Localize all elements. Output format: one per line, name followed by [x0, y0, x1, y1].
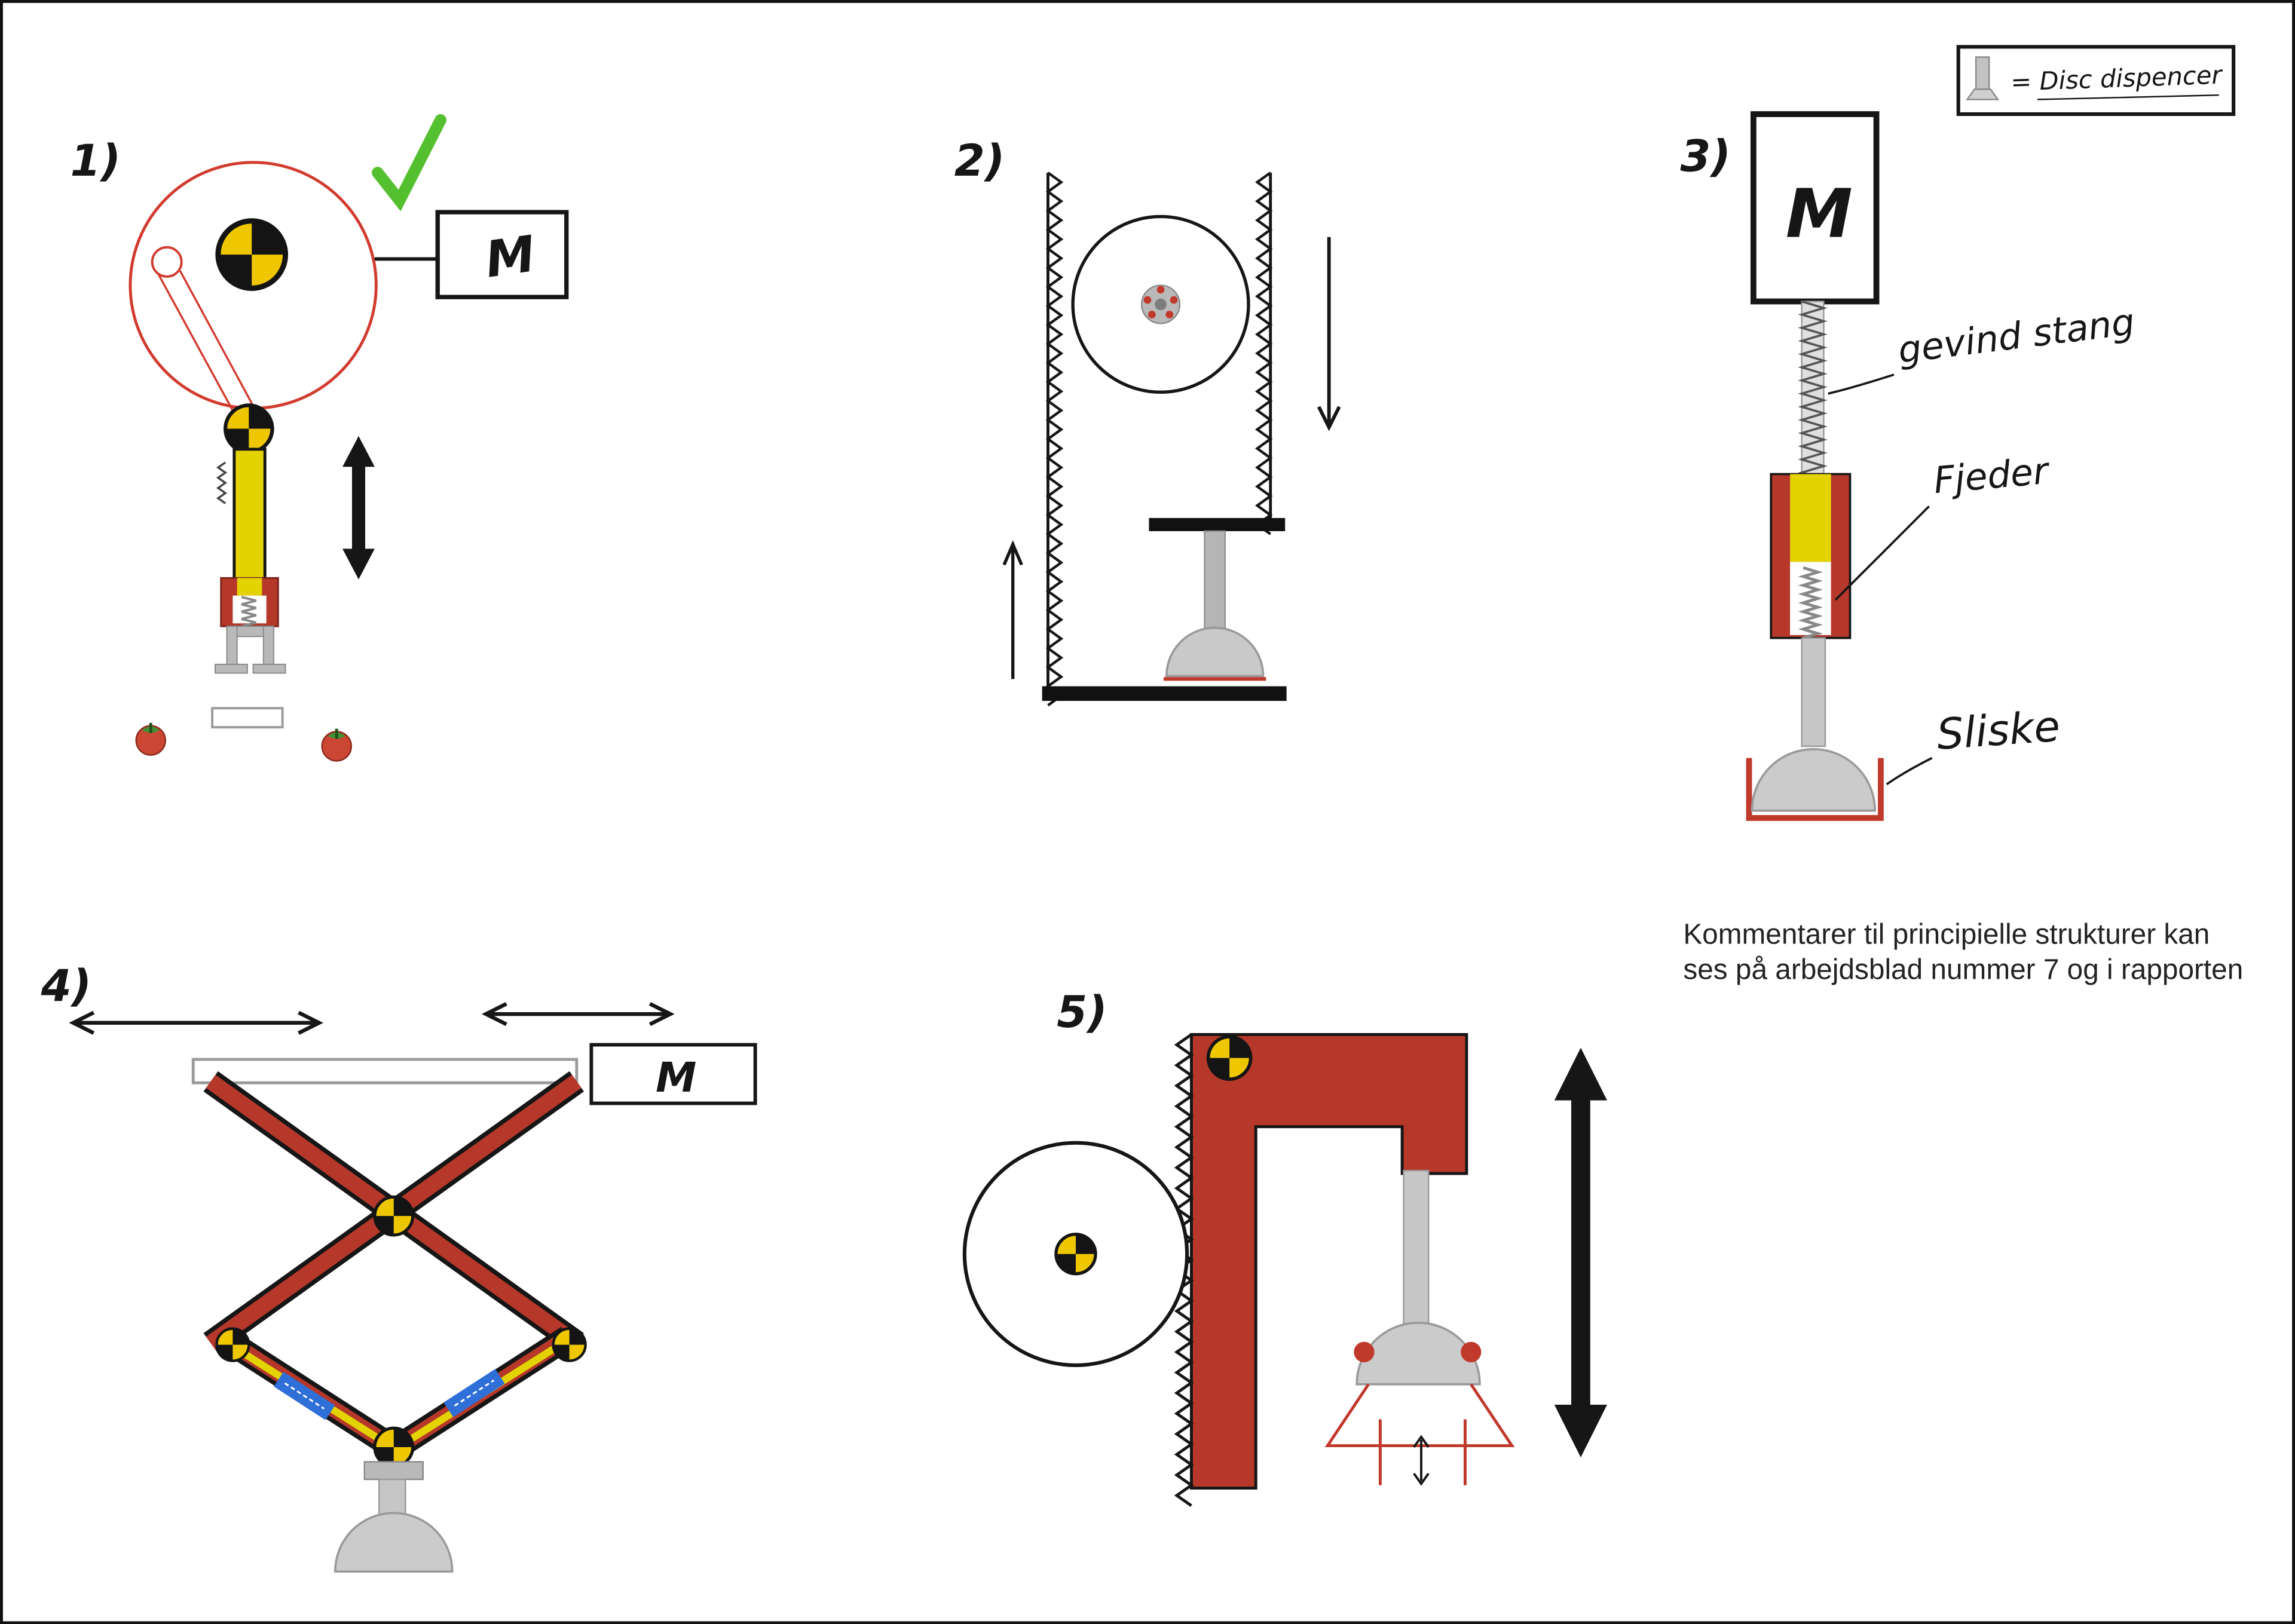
tomato-icon [322, 729, 351, 761]
sketch-4-scissor-lift: 4) M [41, 961, 757, 1573]
hazard-marker-icon [1056, 1234, 1096, 1274]
slide-shoe-dome [333, 1512, 454, 1573]
sketch-5-gear-rack-arm: 5) [962, 987, 1607, 1507]
legend-box: = Disc dispencer [1956, 45, 2236, 117]
gray-bracket [215, 626, 286, 674]
belt-line-left [157, 273, 238, 419]
spring-coil [241, 596, 257, 628]
comment-block: Kommentarer til principielle strukturer … [1683, 919, 2243, 986]
hazard-marker-icon [1208, 1037, 1251, 1079]
thread-marks [1798, 300, 1828, 487]
sketch-1-label: 1) [71, 136, 121, 186]
tomato-icon [136, 723, 166, 755]
belt-line-right [179, 270, 259, 415]
gray-stem [1801, 637, 1826, 747]
down-arrow-icon [1317, 237, 1341, 431]
hazard-marker-icon [553, 1329, 586, 1361]
disc-dispenser-icon-base [1966, 88, 2000, 100]
sketch-3-threaded-rod: 3) M gevind stang Fjeder Sliske [1680, 111, 2137, 821]
hazard-marker-icon [225, 405, 272, 452]
base-plate [1042, 686, 1287, 701]
bottom-bracket [363, 1461, 424, 1481]
leader-line [1834, 505, 1930, 601]
carrier-platform [1149, 517, 1286, 531]
hazard-marker-icon [375, 1197, 413, 1235]
disc-slot-outline [211, 707, 284, 729]
red-knob [1461, 1341, 1482, 1363]
comment-line-2: ses på arbejdsblad nummer 7 og i rapport… [1683, 954, 2243, 985]
sketch-2-label: 2) [954, 136, 1005, 186]
leader-line [1828, 373, 1895, 395]
sketch-sheet: 1) M [41, 45, 2243, 1573]
left-right-arrow-icon [69, 1010, 323, 1035]
up-down-arrow-icon [342, 436, 375, 580]
pulley-circle [151, 246, 183, 278]
blue-sticker [274, 1371, 335, 1420]
spring-housing [1770, 473, 1852, 640]
threaded-rod-annotation: gevind stang [1896, 301, 2137, 372]
comment-line-1: Kommentarer til principielle strukturer … [1683, 919, 2210, 951]
gray-stem [1204, 530, 1226, 635]
red-knob [1354, 1341, 1375, 1363]
legend-underline [2037, 94, 2219, 100]
motor-box: M [1750, 111, 1880, 305]
top-platform [191, 1058, 579, 1084]
sketch-2-rack-channel: 2) [954, 136, 1341, 707]
rod-thread-marks [216, 461, 228, 504]
red-frame-arm [1190, 1032, 1468, 1490]
red-guide-trapezoid [1324, 1383, 1515, 1448]
spring-annotation: Fjeder [1932, 449, 2052, 502]
hazard-marker-icon [218, 221, 286, 289]
red-spring-housing [220, 577, 279, 628]
small-up-down-arrow-icon [1413, 1435, 1430, 1486]
drive-wheel [1071, 215, 1250, 394]
yellow-lift-rod [232, 448, 267, 583]
motor-box: M [589, 1043, 757, 1105]
hazard-marker-icon [375, 1428, 413, 1466]
red-cup-outline [1746, 758, 1884, 821]
sketch-1-crank-lift: 1) M [71, 114, 569, 761]
approved-checkmark-icon [372, 114, 446, 212]
up-arrow-icon [1002, 540, 1023, 679]
left-right-arrow-icon [481, 1002, 675, 1027]
hazard-marker-icon [216, 1329, 249, 1361]
slide-shoe-dome [1751, 748, 1876, 812]
sketch-5-label: 5) [1057, 987, 1107, 1038]
right-rack-teeth [1254, 171, 1273, 535]
motor-label: M [656, 1054, 696, 1102]
slide-shoe-dome [1165, 626, 1265, 678]
motor-label: M [482, 225, 539, 289]
sketch-4-label: 4) [41, 961, 92, 1012]
leader-line [1886, 756, 1933, 786]
left-rack-teeth [1045, 171, 1064, 707]
sketch-3-label: 3) [1680, 131, 1731, 182]
motor-label: M [1786, 174, 1853, 253]
motor-box: M [435, 210, 569, 299]
disc-dispenser-icon [1975, 56, 1990, 93]
big-up-down-arrow-icon [1554, 1047, 1607, 1458]
blue-sticker [443, 1369, 505, 1417]
slide-annotation: Sliske [1935, 701, 2062, 759]
spring-coil [1798, 566, 1823, 640]
